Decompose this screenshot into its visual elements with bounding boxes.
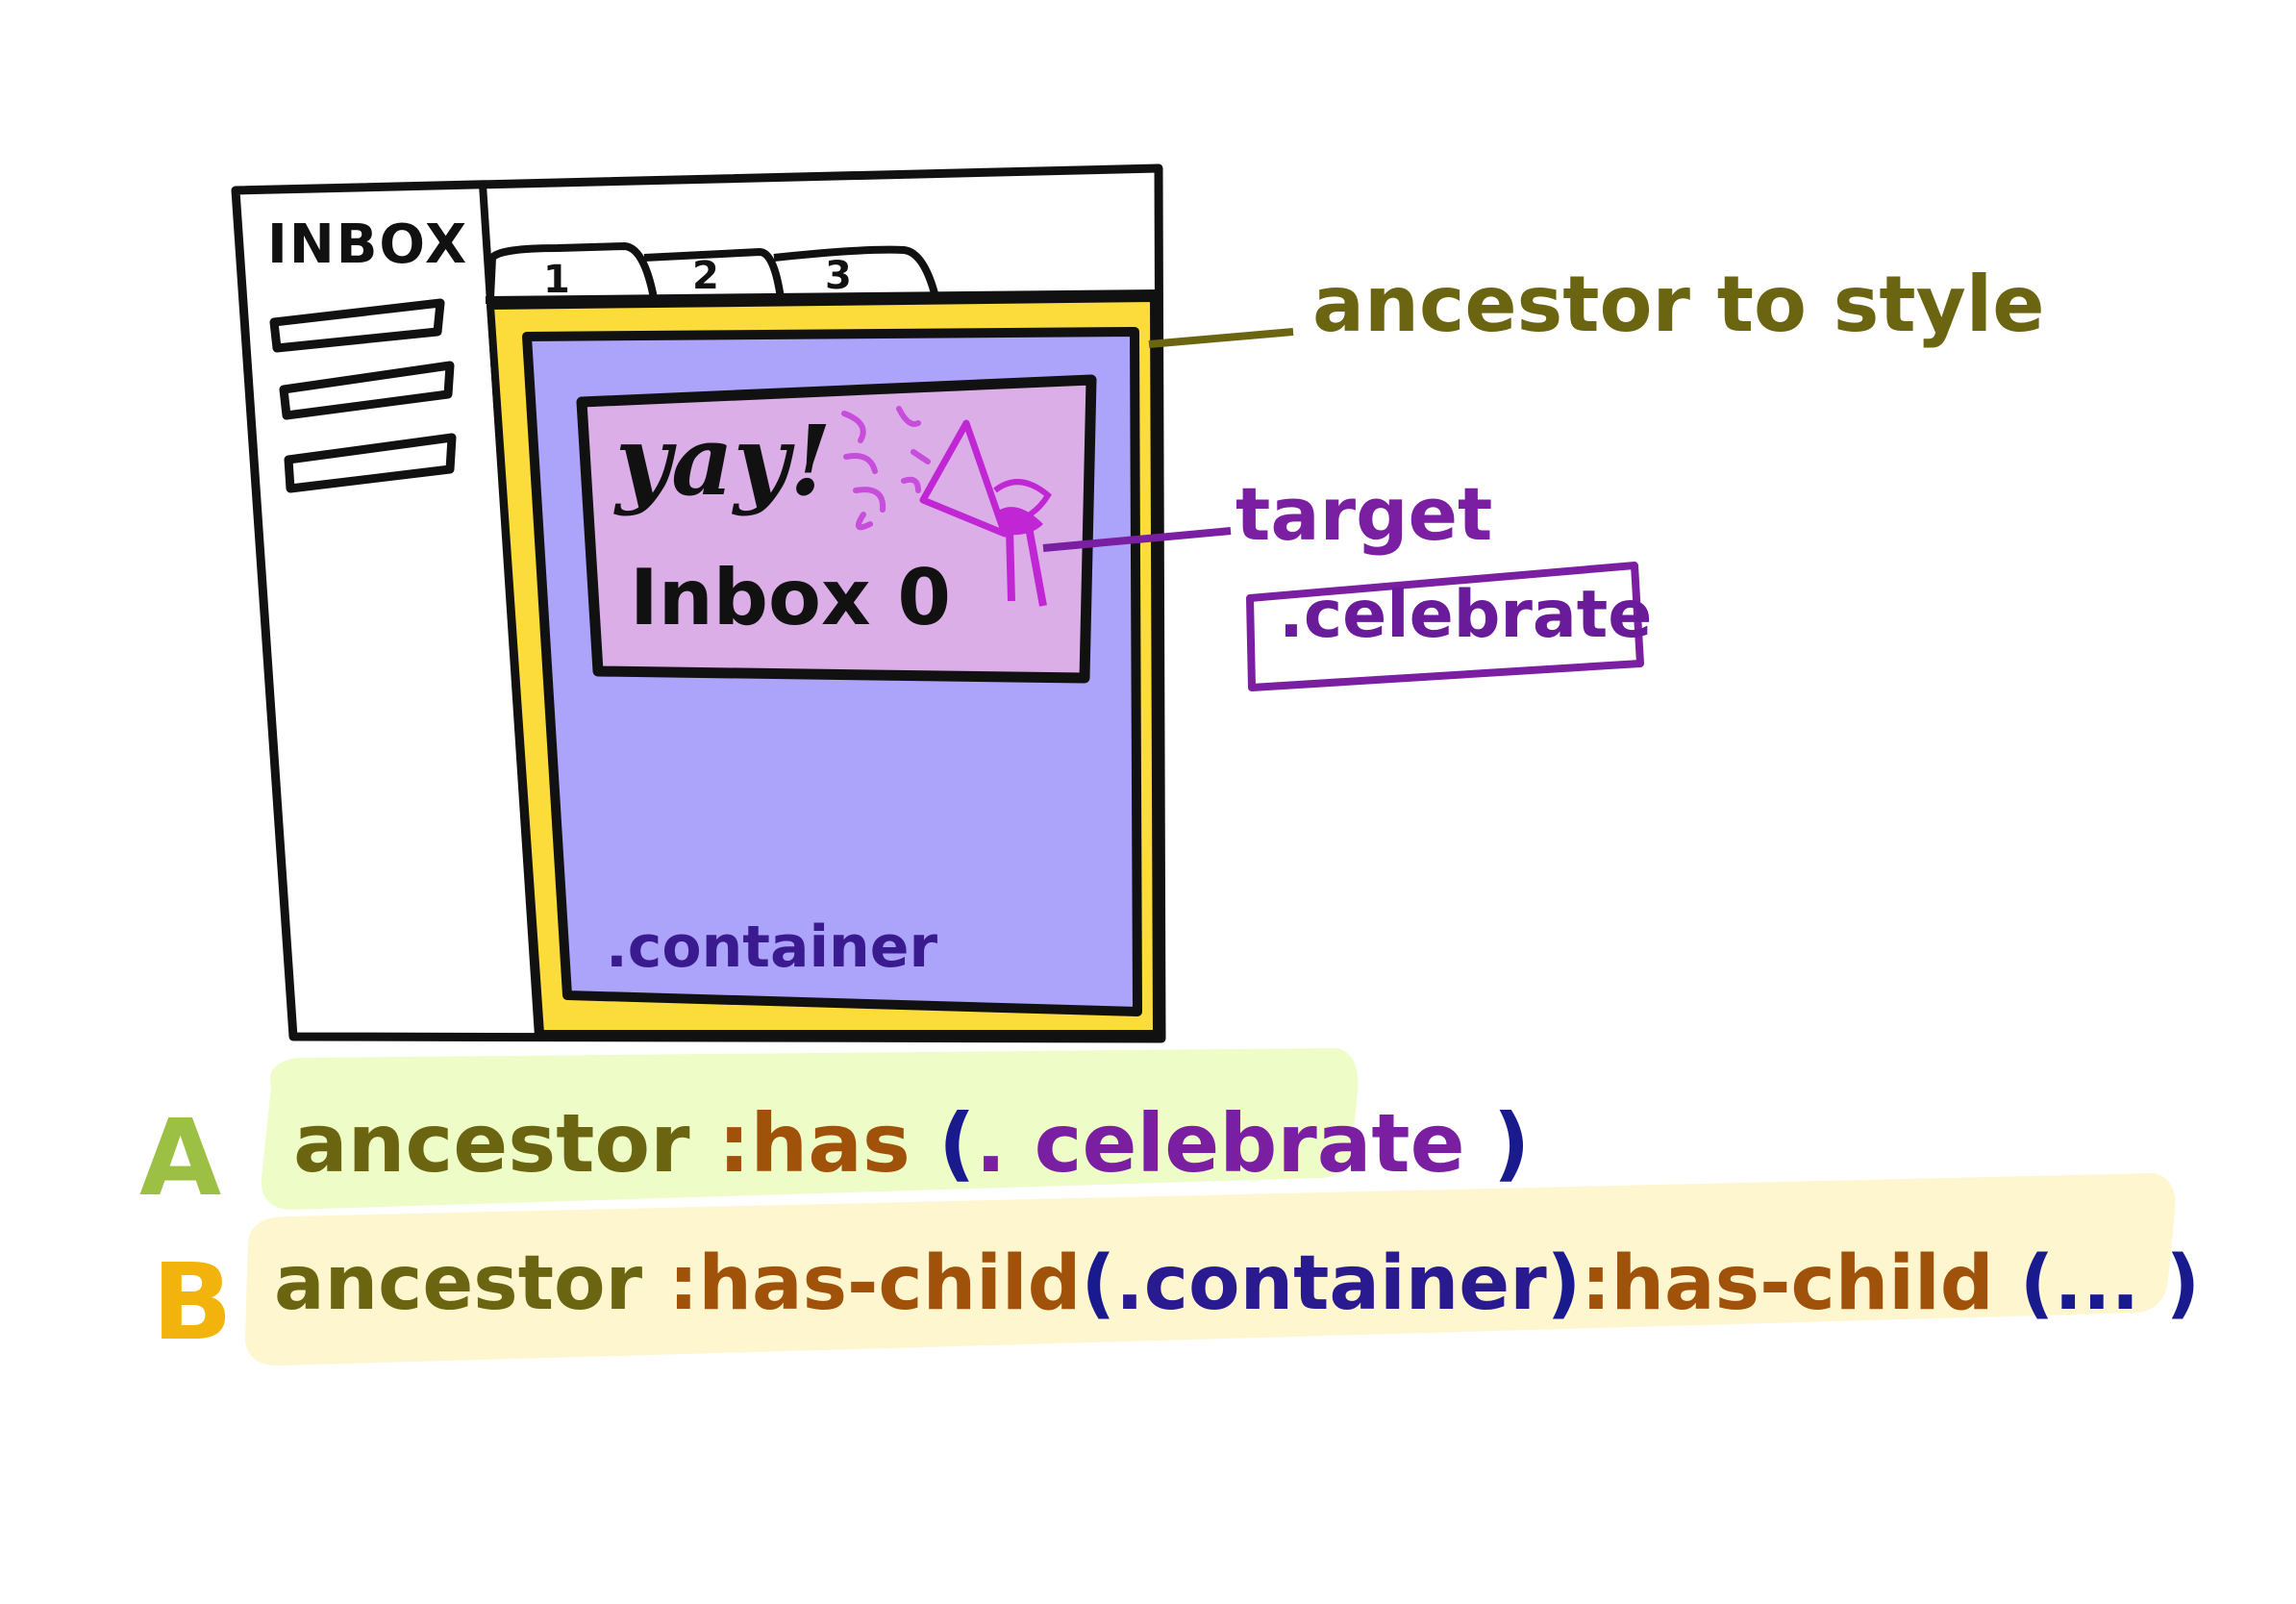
- option-a-highlight: [261, 1048, 1359, 1210]
- tab-3-label: 3: [825, 254, 852, 298]
- option-b-highlight: [245, 1173, 2176, 1366]
- target-box: [576, 374, 1097, 684]
- option-b-selector-container: .container: [1115, 1241, 1547, 1327]
- container-label: .container: [606, 914, 938, 981]
- sidebar-bar-2: [279, 361, 455, 420]
- target-annotation: target: [1235, 471, 1493, 557]
- option-a-letter: A: [139, 1096, 222, 1219]
- ancestor-leader-line: [1148, 328, 1294, 348]
- option-b-letter: B: [152, 1241, 233, 1364]
- option-a-close-paren: ): [1492, 1096, 1531, 1190]
- ancestor-annotation: ancestor to style: [1312, 260, 2045, 349]
- tab-2[interactable]: [643, 247, 785, 299]
- tab-3[interactable]: [773, 245, 938, 295]
- confetti-icon: [841, 406, 931, 531]
- option-b-has-child-2: :has-child: [1581, 1241, 1994, 1327]
- option-a-ancestor: ancestor: [293, 1096, 690, 1190]
- option-b-close-paren-2: ): [2165, 1241, 2201, 1327]
- option-a-selector: . celebrate: [975, 1096, 1465, 1190]
- sidebar-title: INBOX: [267, 213, 469, 276]
- option-b-open-paren-2: (: [2019, 1241, 2055, 1327]
- option-a-has: :has: [717, 1096, 911, 1190]
- celebrate-label-box: [1246, 562, 1644, 691]
- celebrate-annotation: .celebrate: [1279, 577, 1653, 653]
- option-b-has-child-1: :has-child: [668, 1241, 1082, 1327]
- popper-streamers: [1006, 526, 1047, 607]
- tab-1-label: 1: [543, 258, 570, 302]
- option-a-open-paren: (: [938, 1096, 976, 1190]
- option-a-code: ancestor :has (. celebrate ): [293, 1096, 1530, 1190]
- option-b-open-paren-1: (: [1081, 1241, 1116, 1327]
- tab-2-label: 2: [692, 254, 719, 298]
- tab-1[interactable]: [487, 241, 658, 299]
- option-b-code: ancestor :has-child(.container):has-chil…: [274, 1241, 2200, 1327]
- target-leader-line: [1042, 527, 1232, 552]
- tab-baseline: [485, 289, 1160, 304]
- party-popper-icon: [919, 419, 1009, 538]
- option-b-close-paren-1: ): [1546, 1241, 1582, 1327]
- option-b-selector-ellipsis: ...: [2054, 1241, 2140, 1327]
- option-b-ancestor: ancestor: [274, 1241, 643, 1327]
- sidebar-bar-1: [269, 298, 445, 353]
- sidebar-bar-3: [284, 433, 457, 493]
- target-text-yay: yay!: [615, 404, 832, 517]
- target-text-inbox-zero: Inbox 0: [630, 553, 952, 642]
